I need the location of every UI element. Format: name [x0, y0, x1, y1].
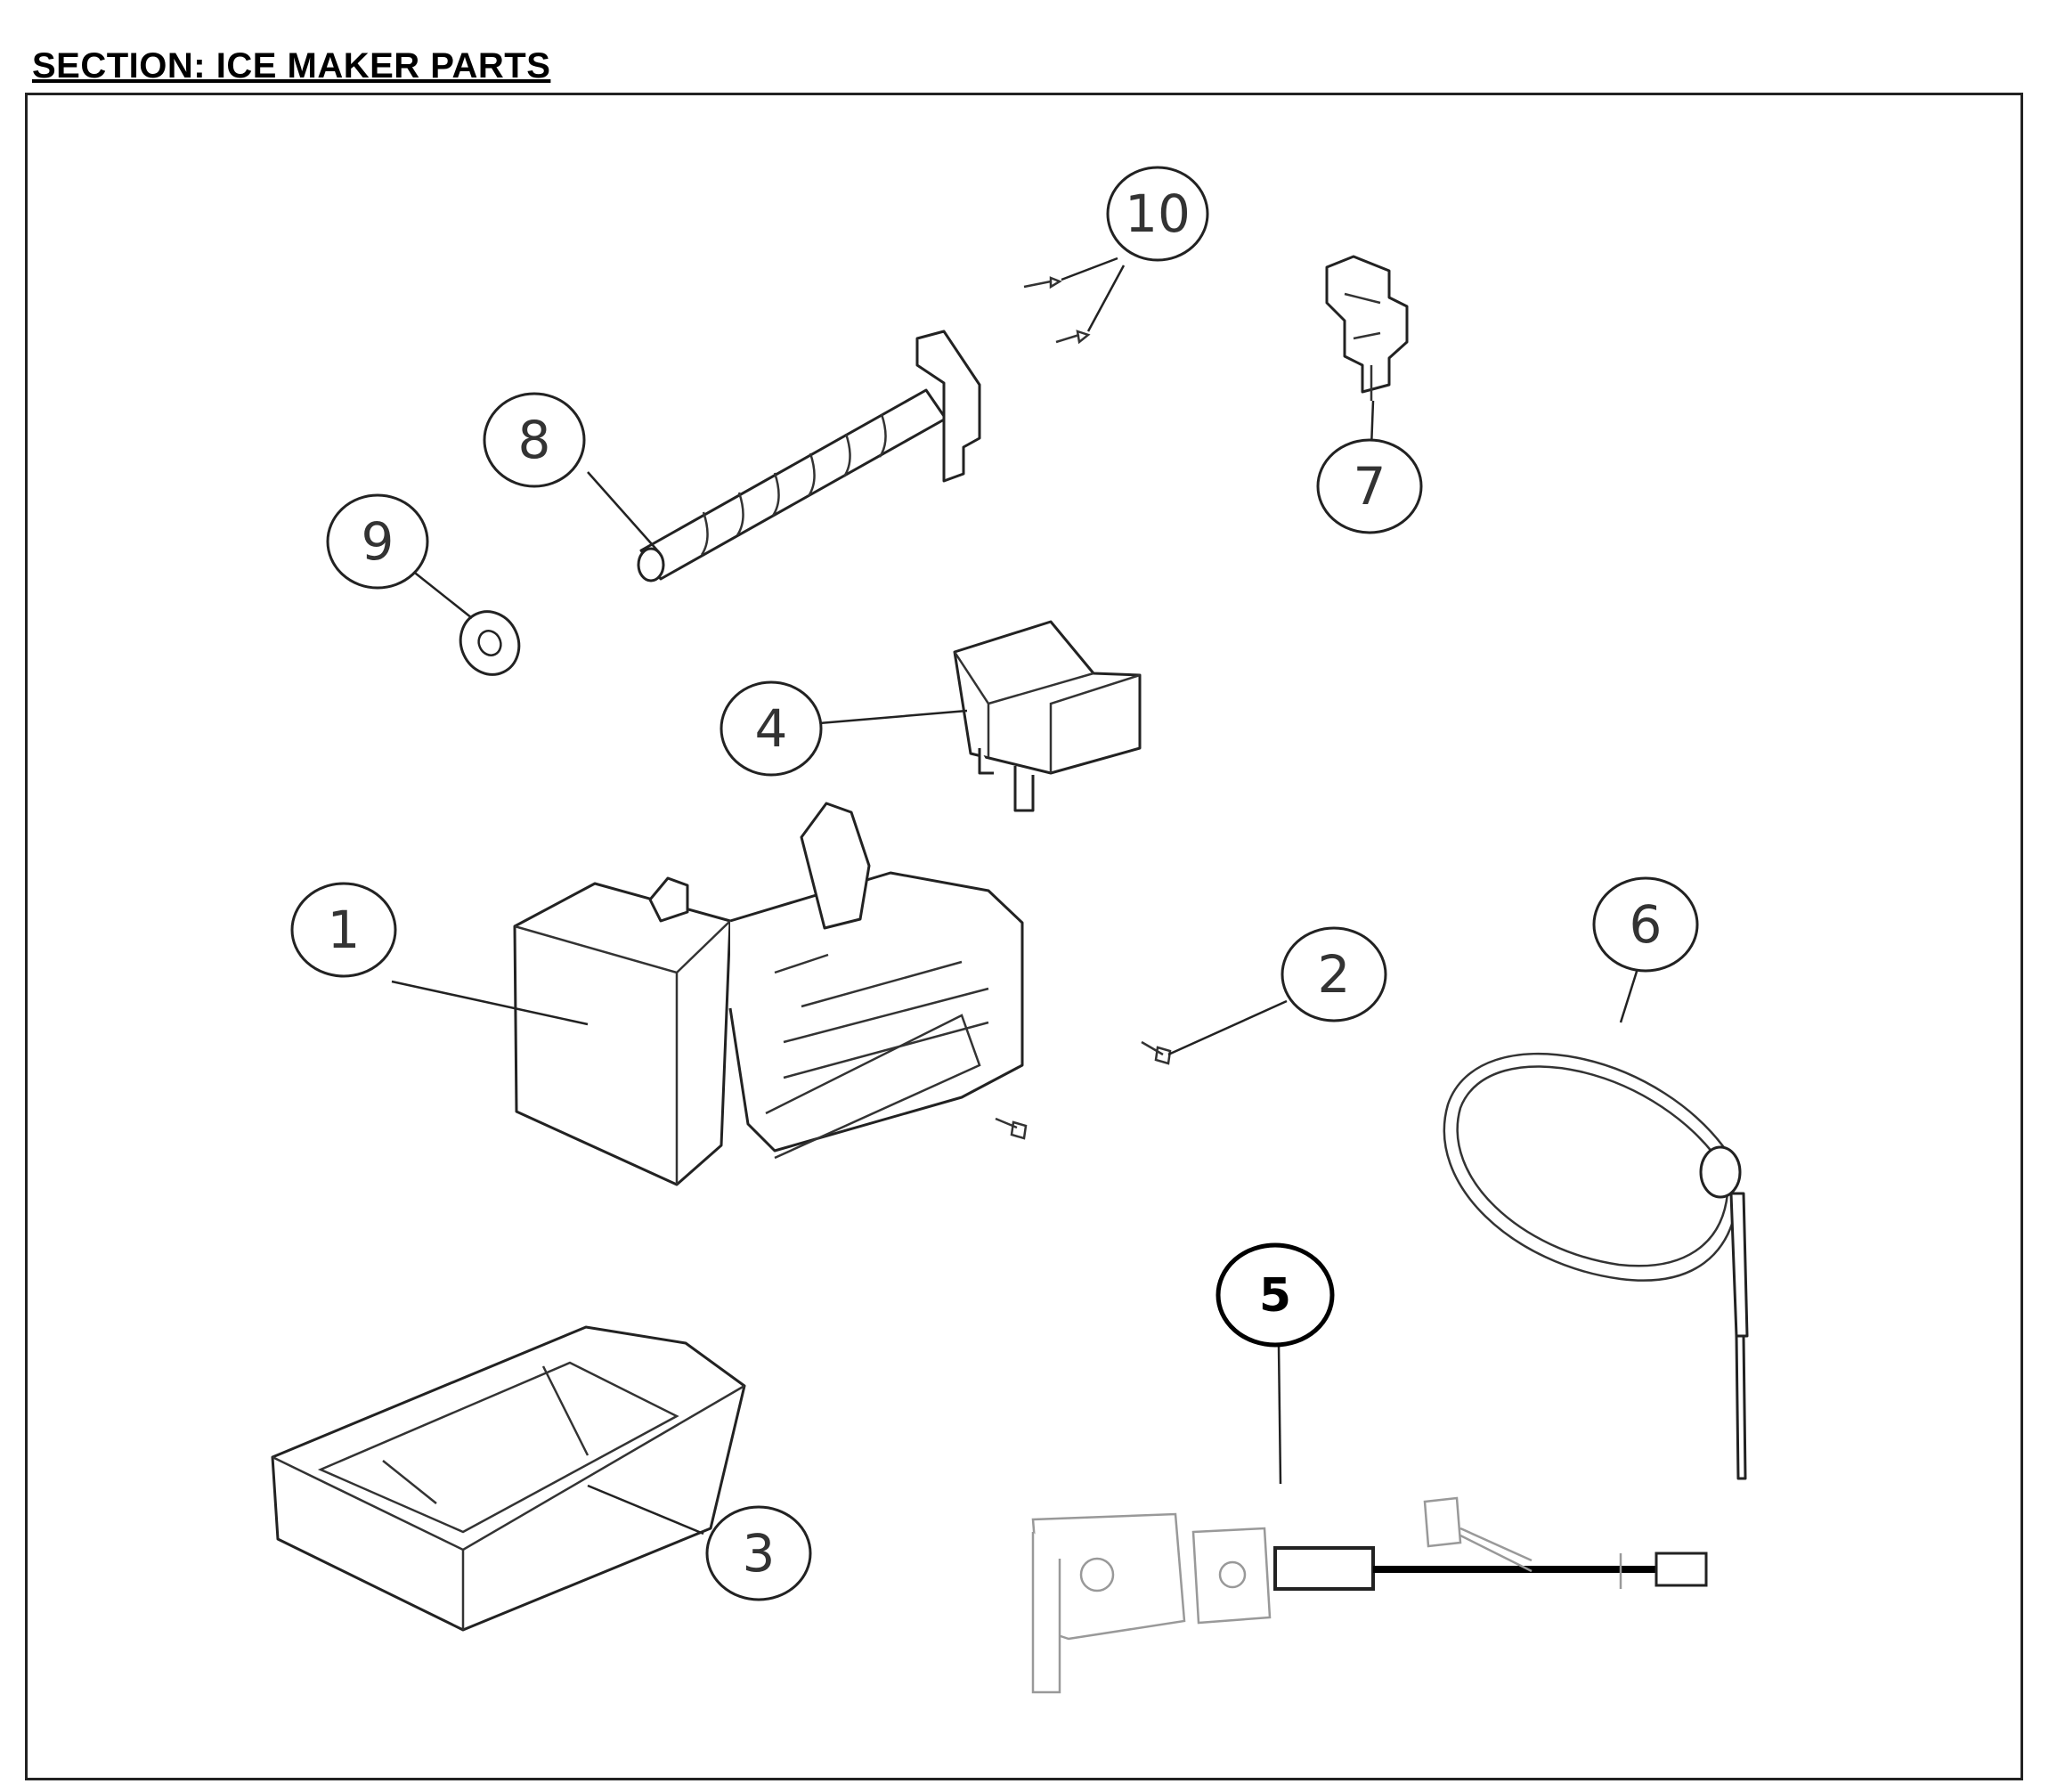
part-screws[interactable]: [1023, 257, 1126, 345]
callout-1[interactable]: 1: [290, 882, 397, 978]
callout-5-label: 5: [1259, 1269, 1291, 1323]
callout-3[interactable]: 3: [705, 1505, 812, 1601]
callout-2[interactable]: 2: [1281, 926, 1387, 1022]
callout-6[interactable]: 6: [1592, 876, 1699, 973]
callout-3-label: 3: [743, 1523, 776, 1584]
part-fill-tube[interactable]: [1443, 959, 1749, 1480]
callout-9-label: 9: [362, 511, 394, 572]
callout-4[interactable]: 4: [720, 680, 823, 777]
section-title: SECTION: ICE MAKER PARTS: [32, 46, 551, 86]
part-clip[interactable]: [1325, 255, 1409, 449]
diagram-frame: [25, 93, 2023, 1780]
part-auger[interactable]: [587, 330, 981, 582]
part-mounting-screws[interactable]: [995, 999, 1288, 1140]
part-fill-cup[interactable]: [818, 620, 1142, 812]
callout-7-label: 7: [1354, 456, 1386, 517]
callout-10[interactable]: 10: [1106, 166, 1209, 262]
callout-7[interactable]: 7: [1316, 438, 1423, 534]
callout-10-label: 10: [1125, 183, 1191, 244]
callout-2-label: 2: [1318, 944, 1351, 1005]
callout-5[interactable]: 5: [1216, 1242, 1335, 1348]
callout-1-label: 1: [328, 900, 361, 960]
callout-6-label: 6: [1630, 894, 1663, 955]
callout-9[interactable]: 9: [326, 493, 429, 590]
part-ice-bin[interactable]: [271, 1325, 746, 1632]
part-ice-maker-assembly[interactable]: [391, 802, 1024, 1186]
part-washer[interactable]: [411, 569, 529, 684]
callout-8-label: 8: [518, 410, 551, 470]
callout-4-label: 4: [755, 698, 788, 759]
part-water-valve[interactable]: [1031, 1344, 1708, 1694]
callout-8[interactable]: 8: [483, 392, 586, 488]
